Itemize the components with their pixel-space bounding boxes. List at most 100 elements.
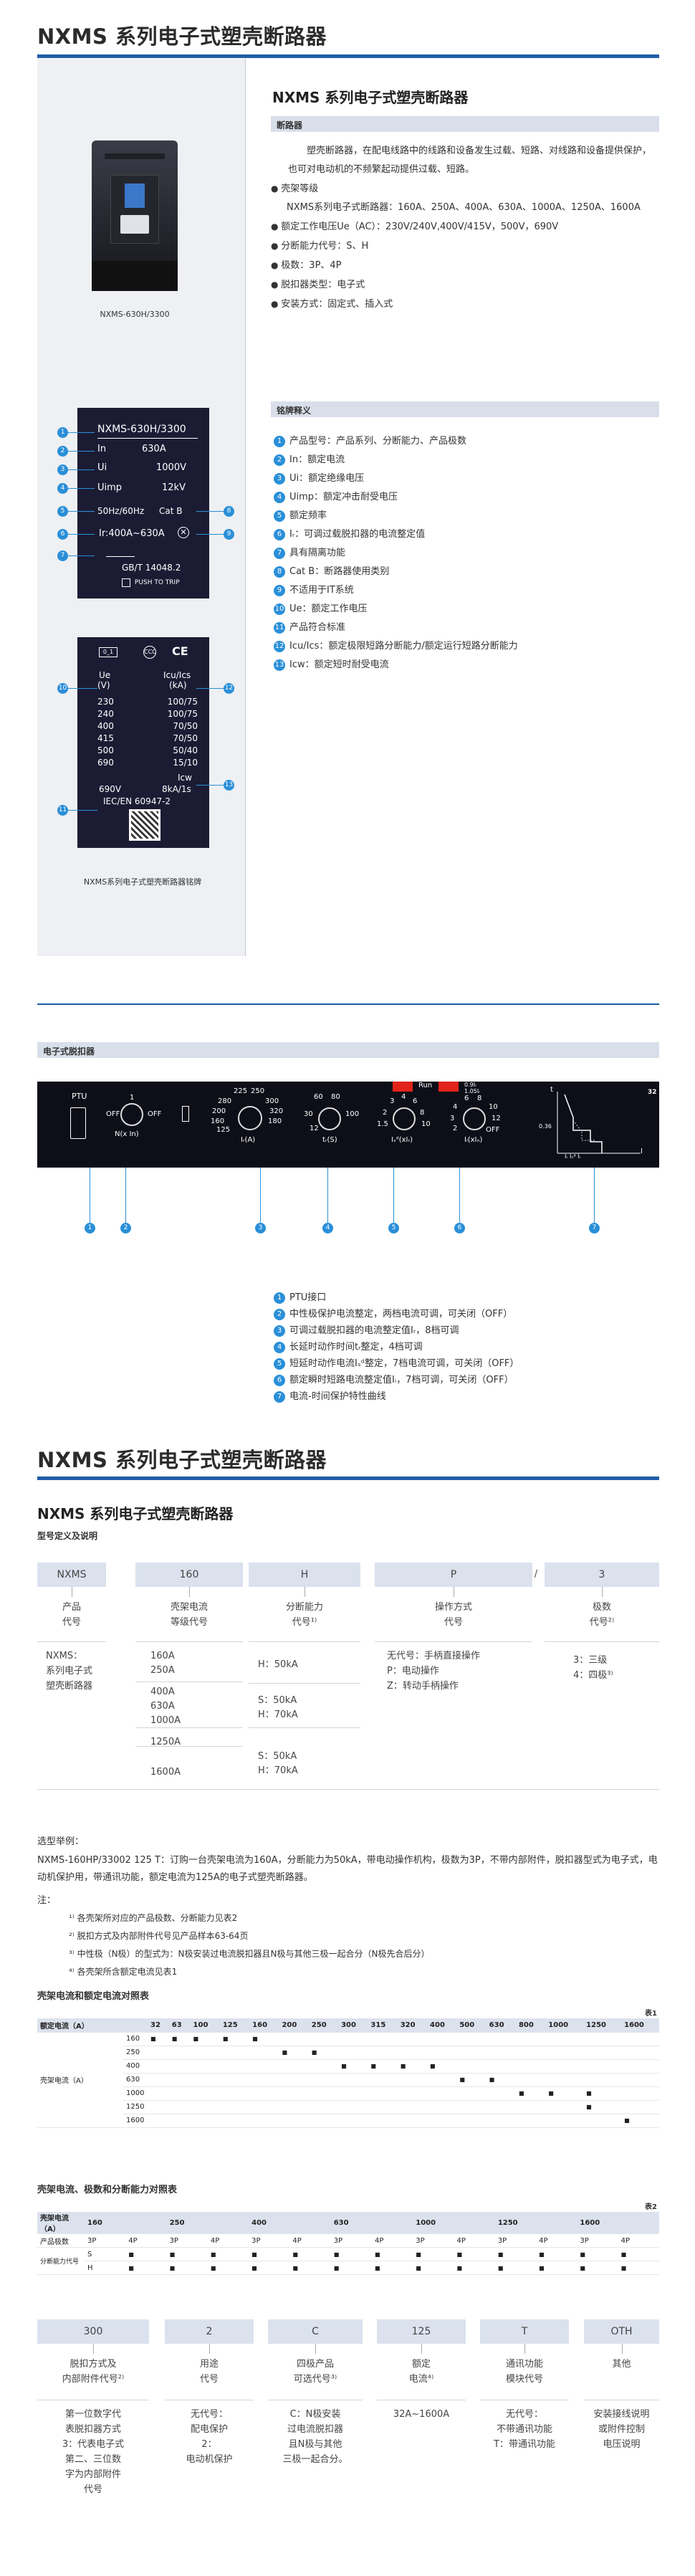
table1-cell xyxy=(515,2046,546,2060)
table1-cell xyxy=(219,2073,250,2087)
knob-tick: 10 xyxy=(421,1120,431,1128)
callout-line xyxy=(459,1168,460,1223)
table1-col-header: 300 xyxy=(338,2018,368,2033)
ptu-port[interactable] xyxy=(70,1107,86,1139)
table1-cell xyxy=(397,2073,428,2087)
knob-tick: 300 xyxy=(265,1097,279,1105)
table-row: 壳架电流（A）160■■■■■ xyxy=(37,2032,659,2128)
callout-line xyxy=(64,534,95,535)
table2-pole-cell: 4P xyxy=(371,2233,413,2248)
knob-tick: 4 xyxy=(453,1103,458,1111)
table1-cell xyxy=(279,2032,309,2046)
desc-line: 无代号： xyxy=(505,2409,543,2420)
table1-col-header: 320 xyxy=(397,2018,428,2033)
table-row: H■■■■■■■■■■■■■ xyxy=(37,2261,659,2275)
legend-text: Cat B：断路器使用类别 xyxy=(289,566,390,577)
ii-knob[interactable] xyxy=(463,1107,486,1130)
table1-cell xyxy=(338,2114,368,2128)
legend-text: Ue：额定工作电压 xyxy=(289,604,368,614)
table2-cell: ■ xyxy=(330,2247,372,2261)
table2-cap-code: H xyxy=(85,2261,126,2275)
table1-cell xyxy=(249,2086,279,2101)
table1-cell xyxy=(190,2059,220,2074)
table1-cell xyxy=(486,2046,516,2060)
isd-knob[interactable] xyxy=(393,1107,416,1130)
nameplate-caption: NXMS系列电子式塑壳断路器铭牌 xyxy=(83,877,202,887)
table1-col-header: 1000 xyxy=(545,2018,584,2033)
table2-frame-cell: 160 xyxy=(85,2212,167,2234)
table1-cell xyxy=(545,2073,584,2087)
trip-callout-7: 7 xyxy=(589,1223,600,1234)
table1-cell xyxy=(219,2046,250,2060)
table1-col-header: 32 xyxy=(148,2018,169,2033)
np-ui-label: Ui xyxy=(97,462,107,473)
table1-col-header: 125 xyxy=(219,2018,250,2033)
it-system-icon: ✕ xyxy=(178,527,189,538)
table1-cell xyxy=(427,2032,457,2046)
table1-cell xyxy=(515,2114,546,2128)
table1-header-label: 额定电流（A） xyxy=(37,2018,123,2033)
legend-number-badge: 3 xyxy=(274,472,285,485)
knob-tick: OFF xyxy=(486,1126,500,1134)
code-box-label: 操作方式代号 xyxy=(403,1600,504,1630)
np-uimp-value: 12kV xyxy=(162,482,186,493)
table1-cell xyxy=(397,2086,428,2101)
callout-6: 6 xyxy=(57,529,68,540)
label-line: 电流⁴⁾ xyxy=(408,2374,434,2385)
legend-number-badge: 10 xyxy=(274,603,285,615)
note-item: ⁴⁾ 各壳架所含额定电流见表1 xyxy=(69,1967,178,1977)
table2-frame-cell: 1000 xyxy=(413,2212,495,2234)
callout-11: 11 xyxy=(57,805,68,816)
label-line: 代号²⁾ xyxy=(589,1617,615,1628)
ii-unit: Iᵢ(xIₙ) xyxy=(464,1136,483,1144)
desc-line: 字为内部附件 xyxy=(64,2469,121,2480)
table1-cell xyxy=(456,2086,486,2101)
table1-cell xyxy=(456,2059,486,2074)
separator xyxy=(375,1641,532,1642)
table1-cell xyxy=(249,2100,279,2114)
knob-tick: 200 xyxy=(212,1107,226,1115)
table1-cell xyxy=(621,2100,659,2114)
table1-cell xyxy=(456,2046,486,2060)
np-freq: 50Hz/60Hz xyxy=(97,506,145,516)
np-row-ka: 100/75 xyxy=(167,697,198,707)
trip-callout-3: 3 xyxy=(255,1223,266,1234)
table1-cell xyxy=(456,2032,486,2046)
table1-header-spacer xyxy=(123,2018,148,2033)
table2-cell: ■ xyxy=(536,2247,577,2261)
code-box-label: 极数代号²⁾ xyxy=(552,1600,652,1630)
label-line: 代号 xyxy=(444,1617,463,1628)
table2-cell: ■ xyxy=(249,2247,290,2261)
table1-cell xyxy=(621,2059,659,2074)
legend-text: Icu/Ics：额定极限短路分断能力/额定运行短路分断能力 xyxy=(289,641,518,652)
col-line: NXMS： xyxy=(46,1651,83,1661)
table2-pole-cell: 3P xyxy=(166,2233,208,2248)
knob-tick: 2 xyxy=(453,1125,458,1132)
neutral-knob[interactable] xyxy=(120,1103,143,1126)
table1-cell xyxy=(397,2114,428,2128)
table1-col-header: 160 xyxy=(249,2018,279,2033)
np-model: NXMS-630H/3300 xyxy=(97,424,186,435)
np-iec: IEC/EN 60947-2 xyxy=(103,796,171,806)
callout-line xyxy=(64,488,95,489)
tr-knob[interactable] xyxy=(318,1107,341,1130)
knob-tick: 320 xyxy=(269,1107,284,1115)
tr-unit: tᵣ(S) xyxy=(322,1136,337,1144)
np-row-ka: 70/50 xyxy=(173,733,198,743)
knob-tick: 280 xyxy=(218,1097,232,1105)
frame-current: 400A xyxy=(150,1687,175,1697)
ir-knob[interactable] xyxy=(238,1106,262,1130)
table1-cell xyxy=(397,2032,428,2046)
code-slash: / xyxy=(534,1569,538,1580)
product-intro: 塑壳断路器，在配电线路中的线路和设备发生过载、短路、对线路和设备提供保护，也可对… xyxy=(288,146,652,175)
n-mark: 1 xyxy=(130,1094,135,1102)
table2-frame-cell: 630 xyxy=(330,2212,413,2234)
col-line: Z：转动手柄操作 xyxy=(387,1681,459,1692)
